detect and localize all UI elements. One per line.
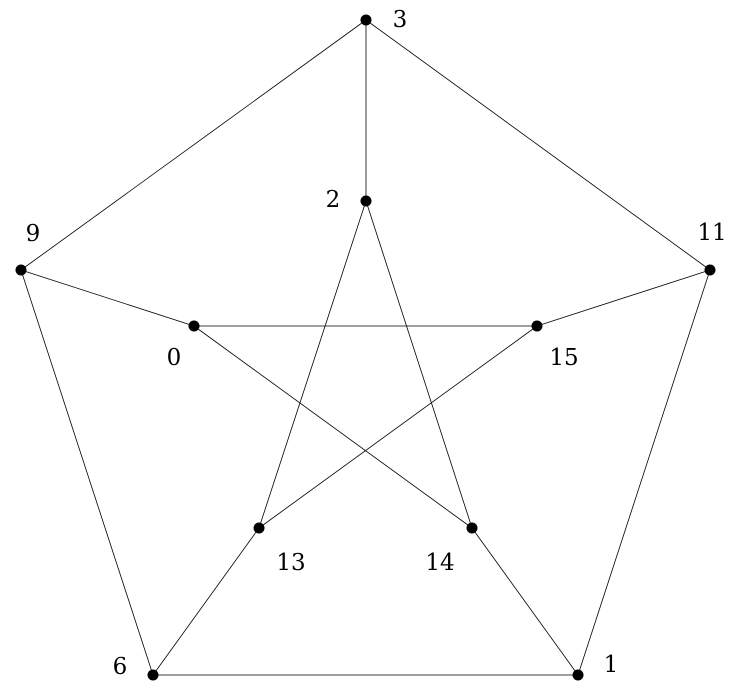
node-3 bbox=[360, 14, 372, 26]
edge-11-15 bbox=[536, 269, 711, 327]
edge-3-11 bbox=[365, 19, 711, 271]
node-label-3: 3 bbox=[392, 7, 408, 33]
node-label-6: 6 bbox=[112, 654, 128, 680]
node-14 bbox=[466, 522, 478, 534]
node-6 bbox=[147, 669, 159, 681]
node-9 bbox=[15, 264, 27, 276]
edge-0-14 bbox=[193, 325, 473, 529]
node-15 bbox=[531, 320, 543, 332]
node-2 bbox=[360, 195, 372, 207]
node-label-9: 9 bbox=[25, 221, 41, 247]
node-label-15: 15 bbox=[549, 345, 579, 371]
edge-2-14 bbox=[365, 200, 473, 529]
node-11 bbox=[704, 264, 716, 276]
edge-9-0 bbox=[20, 269, 195, 327]
edge-3-9 bbox=[20, 19, 367, 271]
node-label-1: 1 bbox=[603, 652, 619, 678]
node-label-14: 14 bbox=[425, 550, 455, 576]
node-label-11: 11 bbox=[697, 220, 727, 246]
node-1 bbox=[572, 669, 584, 681]
edge-15-13 bbox=[258, 325, 538, 529]
node-label-0: 0 bbox=[166, 345, 182, 371]
node-label-13: 13 bbox=[276, 550, 306, 576]
edge-2-13 bbox=[258, 200, 367, 529]
edge-13-6 bbox=[152, 527, 260, 676]
edge-11-1 bbox=[577, 269, 711, 676]
node-13 bbox=[253, 522, 265, 534]
node-0 bbox=[188, 320, 200, 332]
edge-14-1 bbox=[471, 527, 579, 676]
edge-9-6 bbox=[20, 269, 154, 676]
node-label-2: 2 bbox=[325, 187, 341, 213]
